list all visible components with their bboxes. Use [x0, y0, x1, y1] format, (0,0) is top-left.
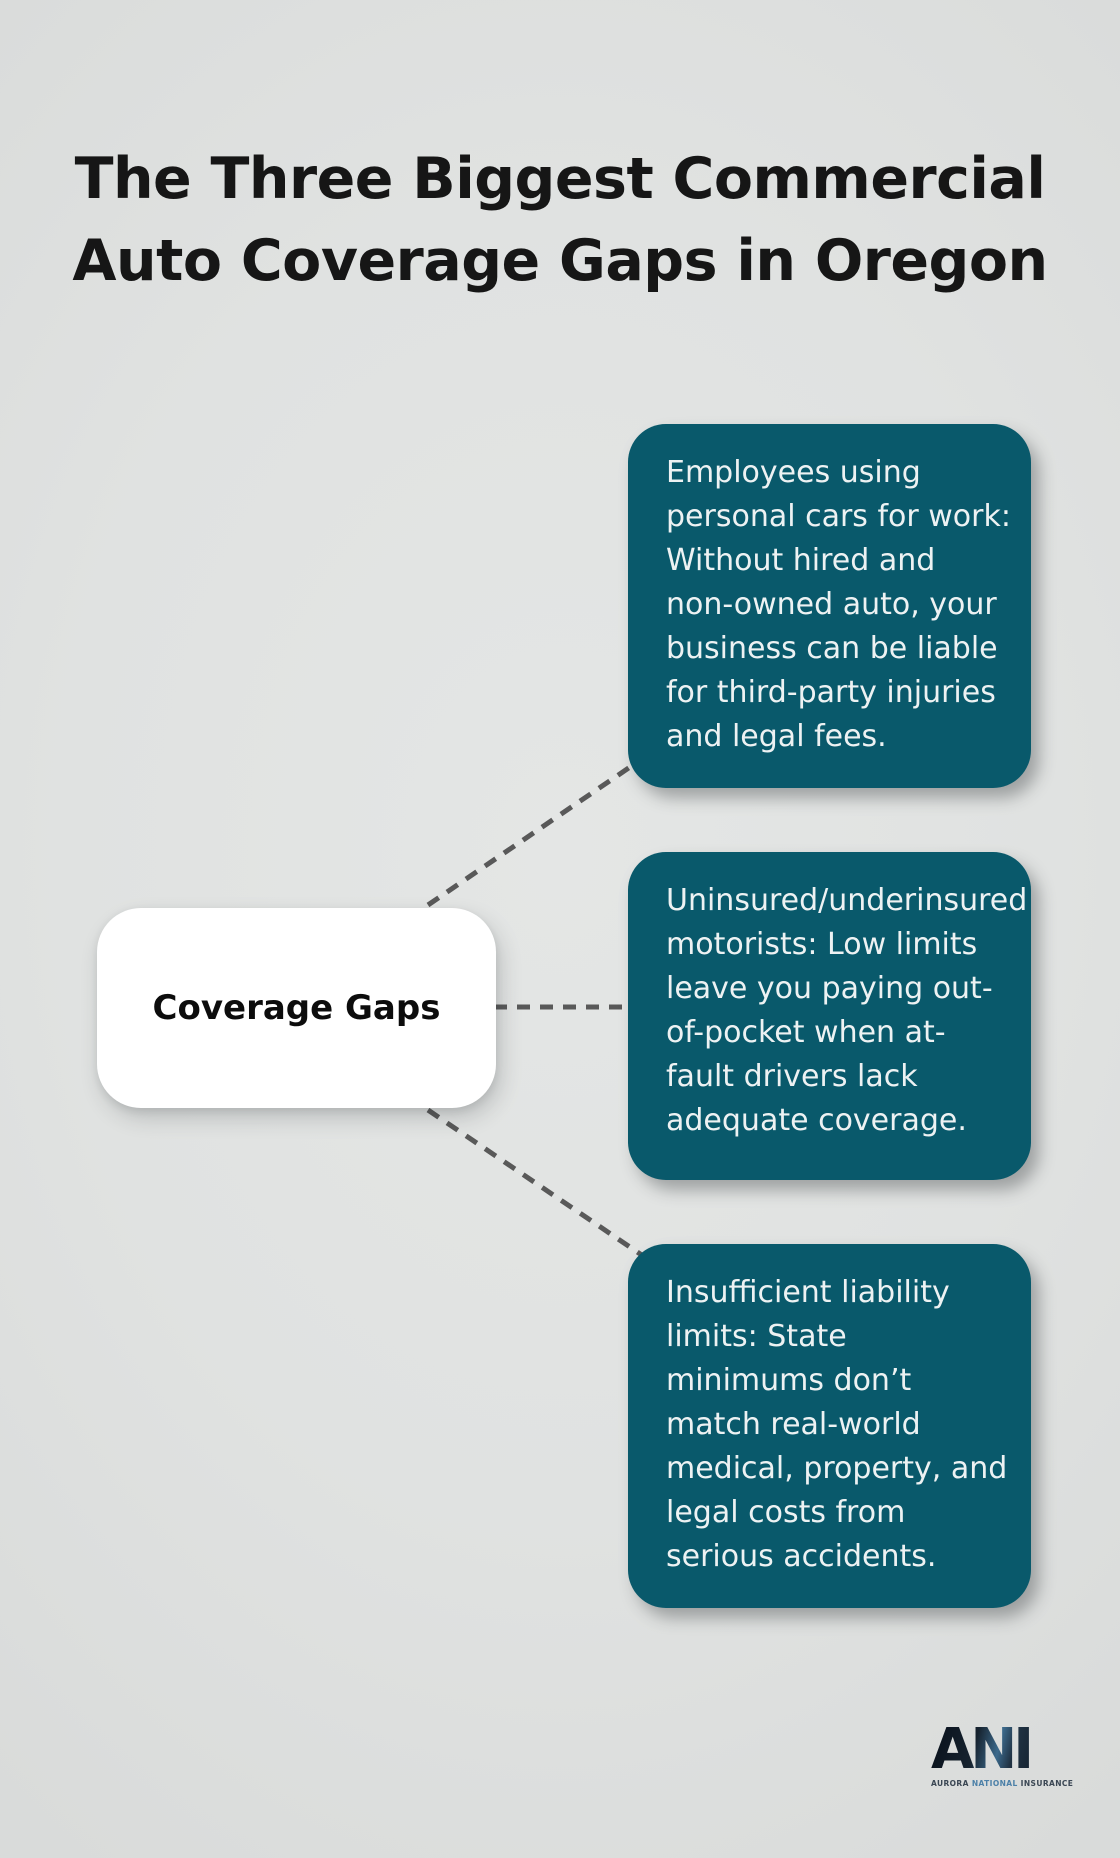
- tagline-word-national: NATIONAL: [971, 1779, 1018, 1788]
- gap-box-insufficient-liability-limits: Insufficient liability limits: State min…: [628, 1244, 1031, 1608]
- gap-box-text: Employees using personal cars for work: …: [666, 455, 1011, 754]
- ani-logo: ANI AURORA NATIONAL INSURANCE: [931, 1722, 1074, 1789]
- connector-line-top: [426, 749, 654, 908]
- tagline-word-insurance: INSURANCE: [1020, 1779, 1074, 1788]
- center-node-label: Coverage Gaps: [152, 988, 441, 1028]
- ani-logo-acronym: ANI: [931, 1722, 1071, 1778]
- page-title-line-2: Auto Coverage Gaps in Oregon: [72, 228, 1048, 295]
- gap-box-hired-non-owned-auto: Employees using personal cars for work: …: [628, 424, 1031, 788]
- connector-line-bottom: [426, 1107, 654, 1265]
- page-title: The Three Biggest Commercial Auto Covera…: [0, 138, 1120, 302]
- gap-box-text: Insufficient liability limits: State min…: [666, 1275, 1008, 1574]
- gap-box-uninsured-motorists: Uninsured/underinsured motorists: Low li…: [628, 852, 1031, 1180]
- ani-logo-tagline: AURORA NATIONAL INSURANCE: [931, 1779, 1074, 1788]
- page-title-line-1: The Three Biggest Commercial: [74, 146, 1046, 213]
- gap-box-text: Uninsured/underinsured motorists: Low li…: [666, 883, 1028, 1138]
- center-node-coverage-gaps: Coverage Gaps: [97, 908, 496, 1108]
- tagline-word-aurora: AURORA: [931, 1779, 969, 1788]
